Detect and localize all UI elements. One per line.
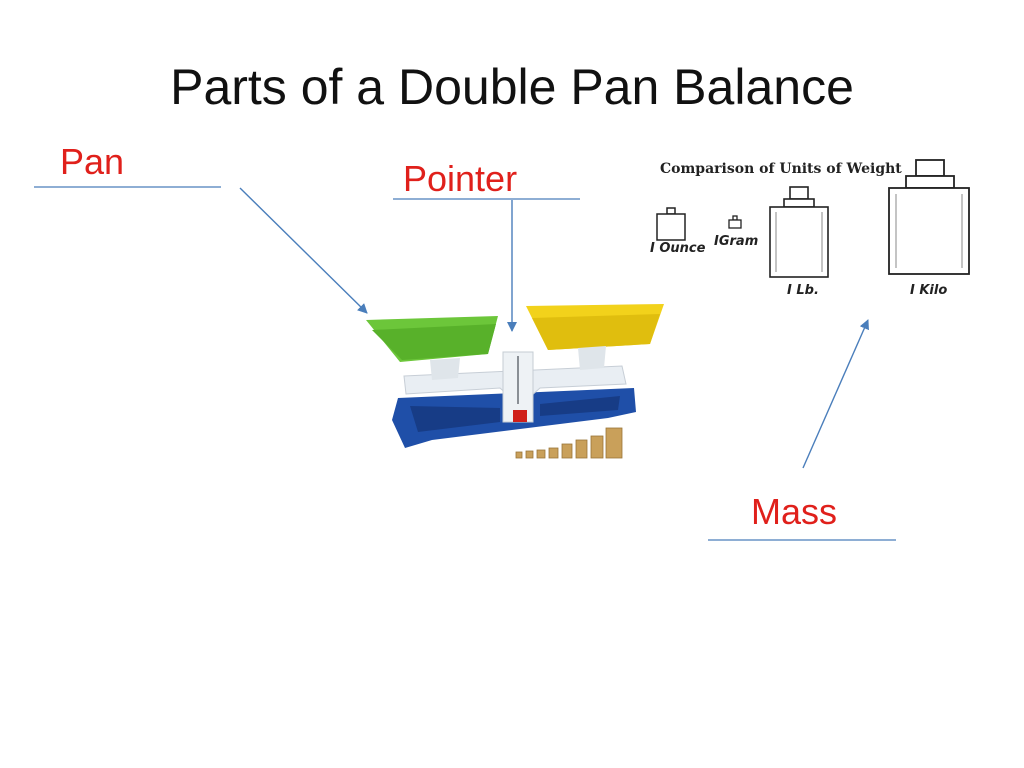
left-pan-front [372,324,496,360]
pointer-label: Pointer [403,158,518,199]
balance-base-shadow [410,406,500,432]
right-pan-support [578,346,606,370]
mass-label: Mass [751,491,838,532]
gram-label: IGram [714,234,758,249]
weights-chart-title: Comparison of Units of Weight [660,161,902,177]
ounce-weight-icon [656,207,686,241]
balance-base-right-shadow [540,396,620,416]
pan-arrow [239,187,368,314]
weight-set [515,427,623,459]
brand-logo [513,410,527,422]
pan-label: Pan [60,141,125,182]
pound-label: I Lb. [787,283,819,298]
kilo-label: I Kilo [910,283,947,298]
kilo-weight-icon [888,159,970,275]
gram-weight-icon [728,215,742,229]
slide-title: Parts of a Double Pan Balance [170,59,854,115]
weights-comparison-illustration: Comparison of Units of Weight I Ounce IG… [650,159,970,298]
right-pan-front [532,314,660,350]
left-pan-support [430,358,460,380]
pound-weight-icon [769,186,829,278]
ounce-label: I Ounce [650,241,706,256]
mass-arrow [802,319,869,469]
double-pan-balance-illustration [366,304,664,459]
